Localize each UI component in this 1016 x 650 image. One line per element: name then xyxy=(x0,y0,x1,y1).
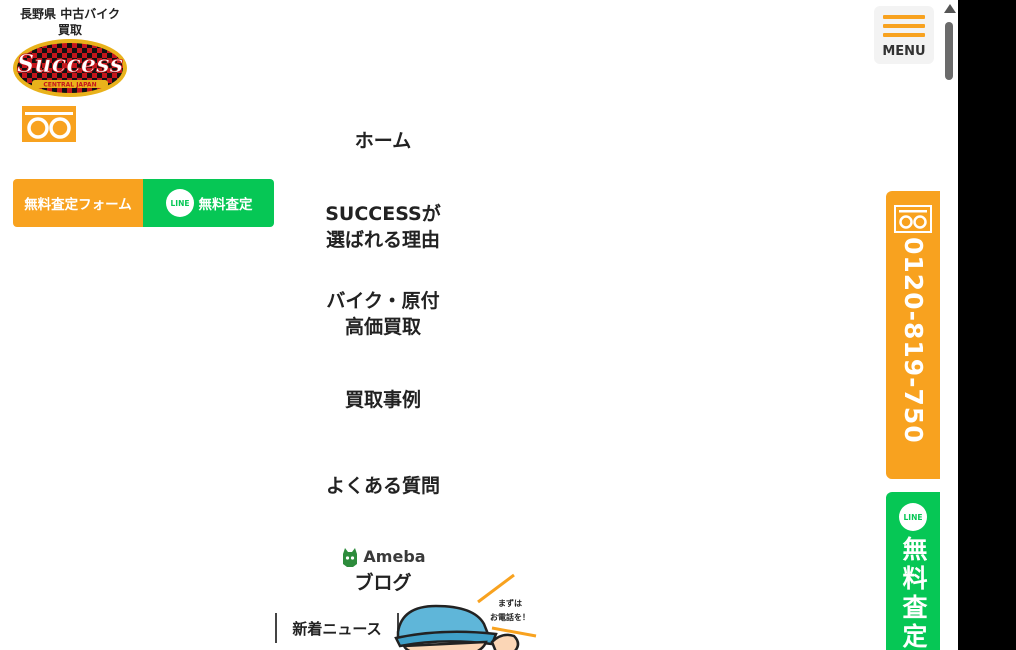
side-line-label: 無料査定 xyxy=(899,536,928,650)
line-icon: LINE xyxy=(165,189,194,217)
news-tab[interactable]: 新着ニュース xyxy=(275,613,399,643)
scroll-thumb[interactable] xyxy=(945,22,953,80)
cta-row: 無料査定フォーム LINE 無料査定 xyxy=(13,179,274,227)
vertical-scrollbar[interactable] xyxy=(941,0,958,650)
line-estimate-label: 無料査定 xyxy=(198,197,253,213)
line-estimate-button[interactable]: LINE 無料査定 xyxy=(143,179,274,227)
mascot-illustration: まずは お電話を！ xyxy=(394,573,537,650)
nav-bike-purchase-line2: 高価買取 xyxy=(344,316,421,338)
nav-blog[interactable]: Ameba ブログ xyxy=(283,544,483,596)
nav-purchase-examples[interactable]: 買取事例 xyxy=(283,387,483,413)
menu-bar-icon xyxy=(883,15,925,19)
ameba-icon xyxy=(343,548,358,567)
site-title-line1: 長野県 中古バイク xyxy=(20,7,120,21)
nav-faq-label: よくある質問 xyxy=(325,475,440,497)
menu-button[interactable]: MENU xyxy=(874,6,934,64)
nav-faq[interactable]: よくある質問 xyxy=(283,473,483,499)
freedial-icon xyxy=(894,205,932,233)
ameba-logo: Ameba xyxy=(283,544,483,570)
nav-home[interactable]: ホーム xyxy=(283,128,483,154)
page-viewport: 長野県 中古バイク 買取 Success CENTRAL JAPAN 無料査定フ… xyxy=(0,0,958,650)
nav-why-success-line2: 選ばれる理由 xyxy=(325,229,440,251)
scroll-up-arrow-icon[interactable] xyxy=(944,4,956,13)
freedial-icon xyxy=(22,106,76,142)
mascot-bubble-line2: お電話を！ xyxy=(490,612,530,622)
menu-bar-icon xyxy=(883,24,925,28)
logo-subtext: CENTRAL JAPAN xyxy=(43,82,96,89)
logo-text: Success xyxy=(17,49,124,78)
free-estimate-form-label: 無料査定フォーム xyxy=(24,197,132,213)
nav-why-success-line1: SUCCESSが xyxy=(325,203,441,225)
menu-label: MENU xyxy=(882,44,926,59)
mascot-bubble-line1: まずは xyxy=(498,598,522,608)
side-line-button[interactable]: LINE 無料査定 xyxy=(886,492,940,650)
side-line-icon-text: LINE xyxy=(904,513,923,522)
nav-home-label: ホーム xyxy=(354,130,412,152)
nav-bike-purchase[interactable]: バイク・原付 高価買取 xyxy=(283,288,483,340)
nav-blog-label: ブログ xyxy=(354,572,412,594)
news-tab-label: 新着ニュース xyxy=(292,619,382,638)
site-title[interactable]: 長野県 中古バイク 買取 xyxy=(10,6,130,38)
site-title-line2: 買取 xyxy=(57,23,82,37)
success-logo[interactable]: Success CENTRAL JAPAN xyxy=(12,38,128,98)
free-estimate-form-button[interactable]: 無料査定フォーム xyxy=(13,179,143,227)
side-phone-number: 0120-819-750 xyxy=(899,237,928,444)
ameba-brand: Ameba xyxy=(363,547,426,566)
line-icon: LINE xyxy=(899,503,927,531)
nav-bike-purchase-line1: バイク・原付 xyxy=(326,290,440,312)
menu-bar-icon xyxy=(883,33,925,37)
line-icon-text: LINE xyxy=(170,199,189,208)
nav-purchase-examples-label: 買取事例 xyxy=(344,389,421,411)
side-phone-button[interactable]: 0120-819-750 xyxy=(886,191,940,479)
nav-why-success[interactable]: SUCCESSが 選ばれる理由 xyxy=(283,201,483,253)
